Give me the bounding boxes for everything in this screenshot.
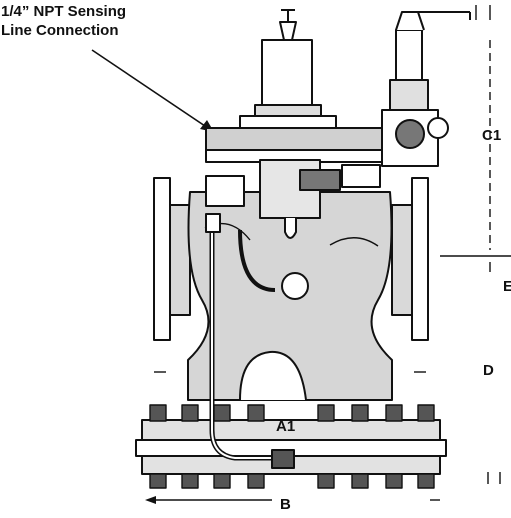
sensing-line (205, 175, 309, 469)
callout-label-line2: Line Connection (1, 22, 119, 39)
callout-label-line1: 1/4” NPT Sensing (1, 3, 127, 20)
dimension-a1-label: A1 (276, 418, 296, 435)
left-flange (153, 177, 191, 341)
dimension-b-label: B (280, 496, 291, 513)
dimension-c1-label: C1 (482, 127, 502, 144)
dimension-e-label: E (503, 278, 511, 295)
bottom-flange (135, 404, 447, 489)
callout-leader-arrow (91, 49, 214, 132)
pressure-pilot-tower (381, 5, 491, 167)
dimension-d-label: D (483, 362, 494, 379)
dimension-lines (145, 40, 511, 504)
right-flange (391, 177, 429, 341)
pilot-assembly (205, 9, 389, 239)
